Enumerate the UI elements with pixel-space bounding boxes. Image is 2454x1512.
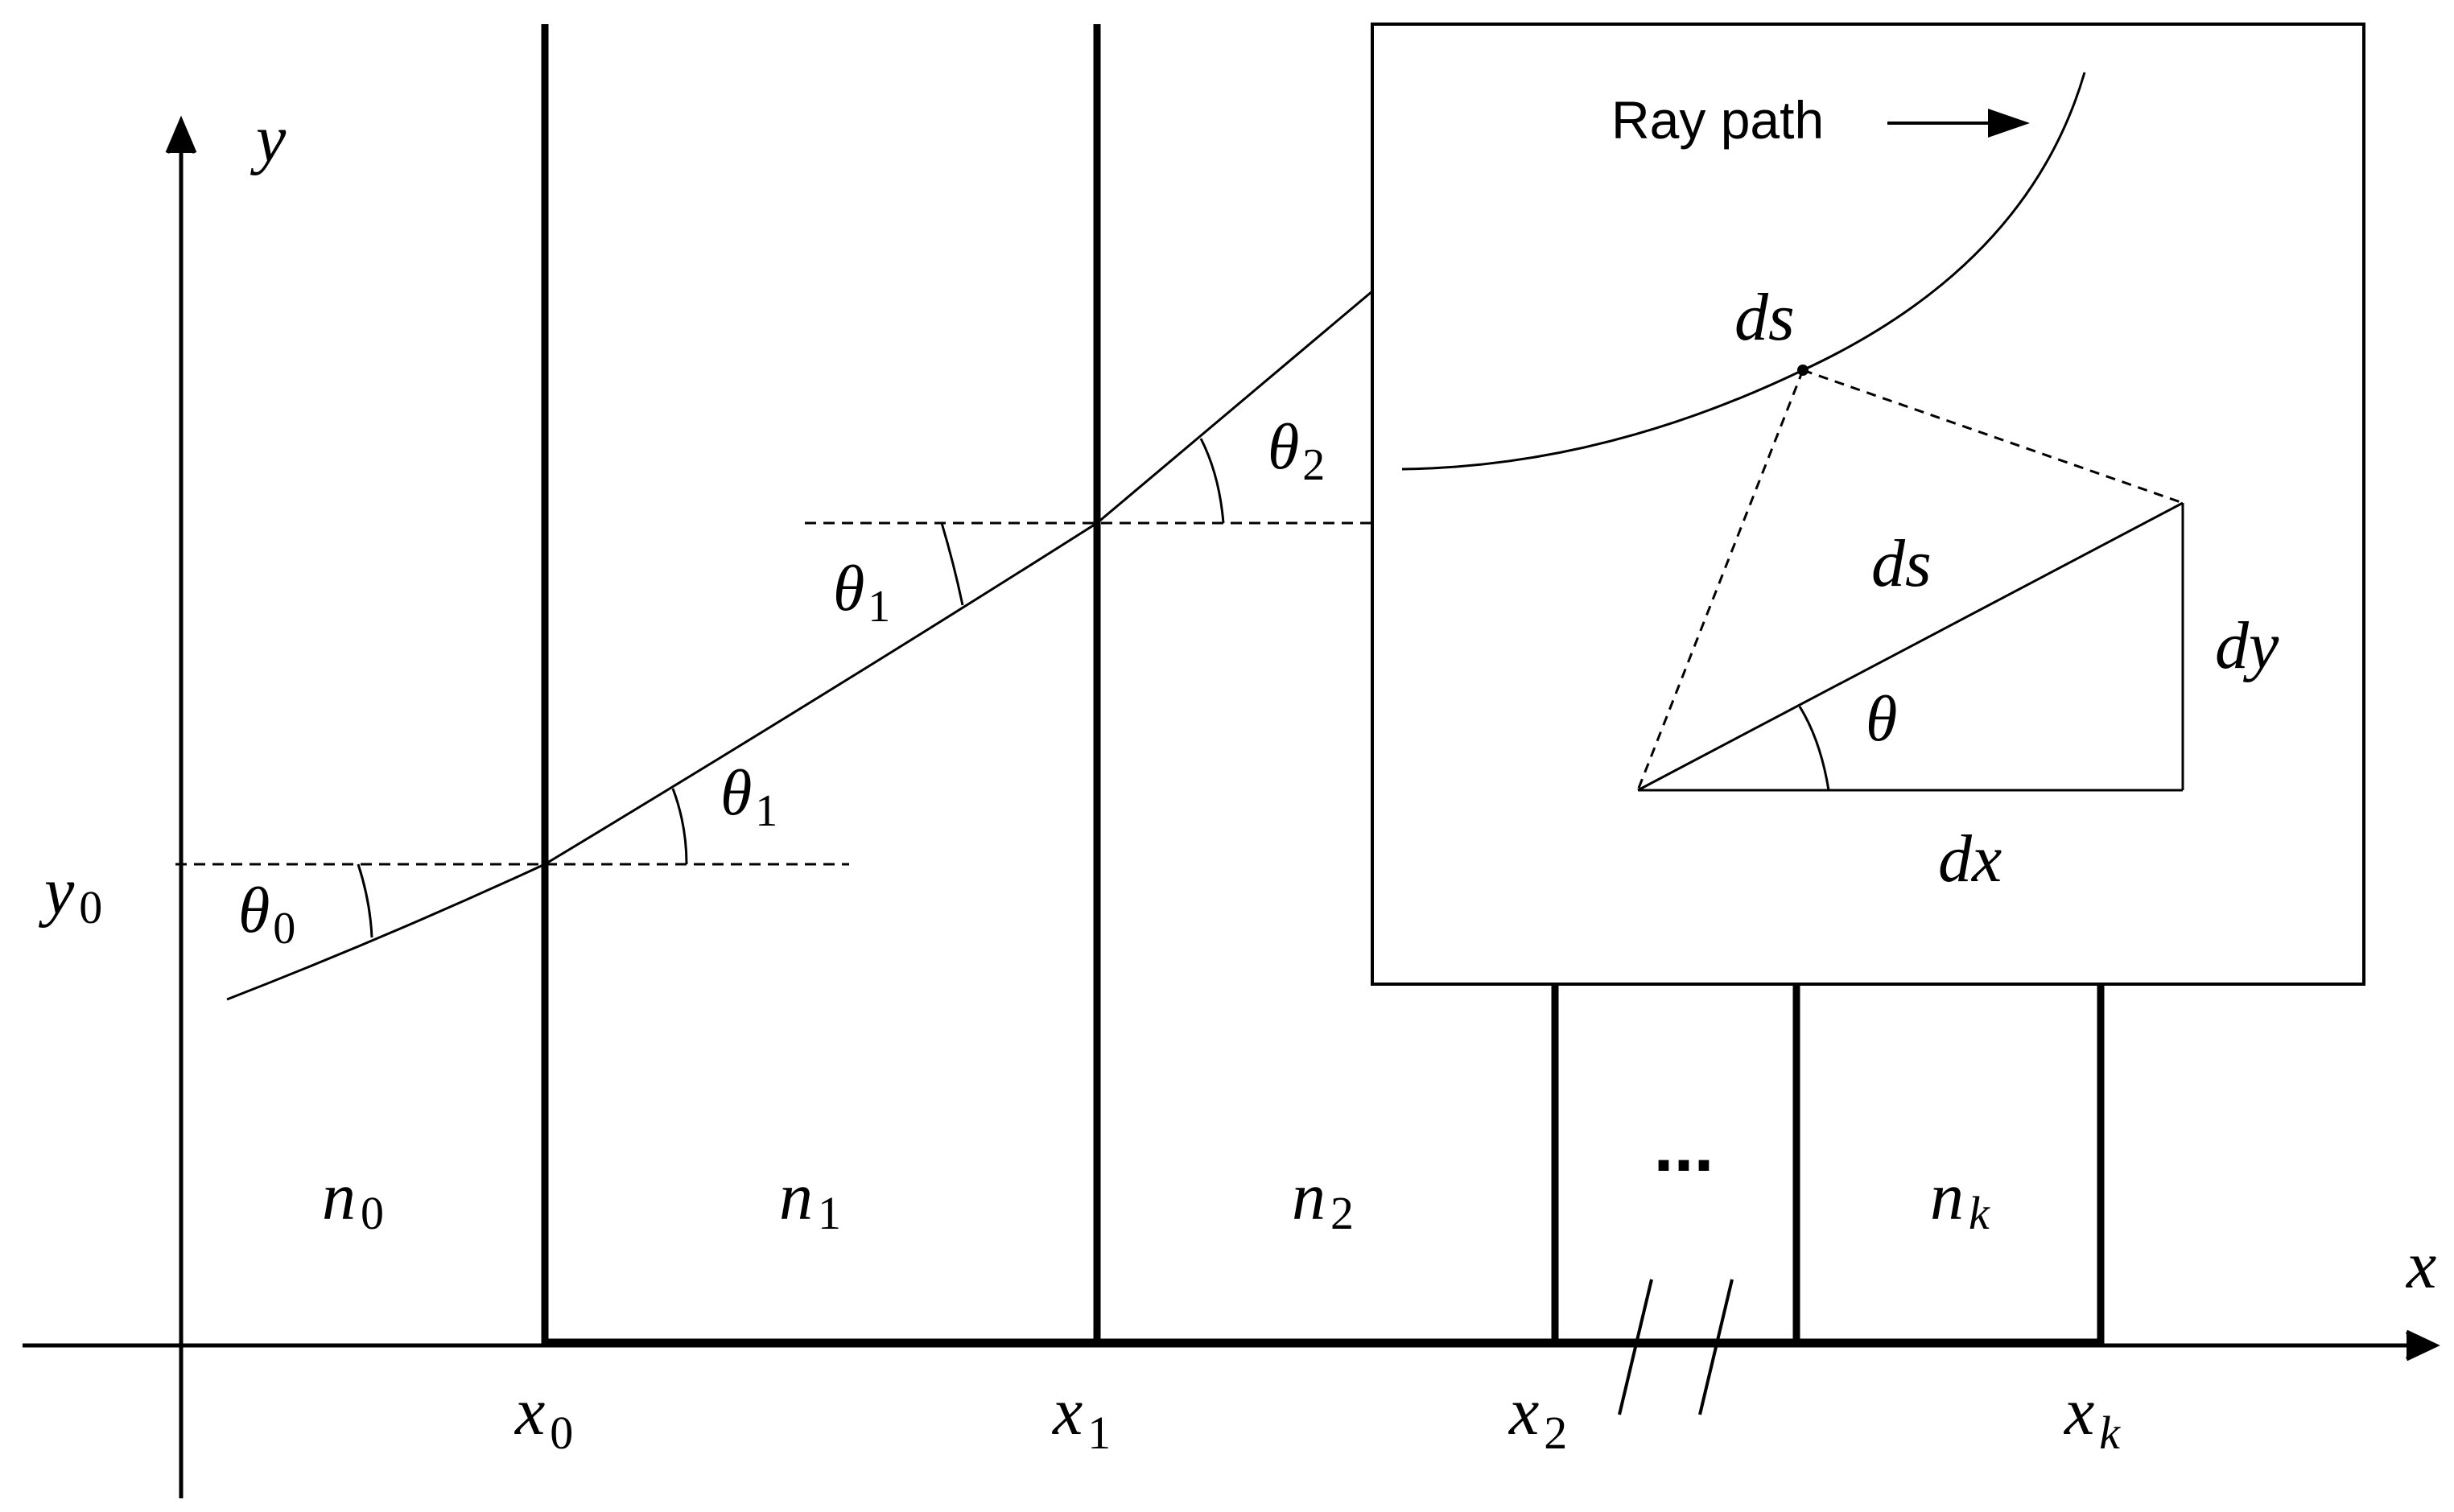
arc-theta1-lower [671, 788, 688, 865]
triangle-hypotenuse [1637, 501, 2184, 792]
boundaries [541, 24, 2105, 1346]
angle-label-theta1-upper: θ1 [833, 554, 890, 632]
ellipsis: ... [1653, 1106, 1714, 1187]
dy-label: dy [2215, 608, 2279, 683]
arc-theta1-upper [940, 522, 964, 606]
x-axis-label: x [2405, 1228, 2436, 1303]
y-axis-label: y [250, 101, 287, 176]
inset-box [1371, 23, 2365, 986]
angle-label-theta2: θ2 [1268, 412, 1325, 490]
ds-triangle-label: ds [1871, 526, 1932, 601]
x-axis-arrowhead [2405, 1329, 2440, 1362]
angle-label-theta1-lower: θ1 [720, 758, 777, 836]
arc-theta0 [357, 863, 373, 938]
arc-theta2 [1199, 438, 1225, 524]
ray-path-label: Ray path [1611, 90, 1824, 150]
ray-path [226, 290, 1373, 1001]
angle-arcs [357, 438, 1225, 938]
dx-label: dx [1938, 822, 2002, 896]
axis-break-mark [1618, 1279, 1734, 1415]
y-axis-arrowhead [165, 115, 197, 154]
arc-theta-inset [1798, 706, 1830, 791]
theta-inset-label: θ [1866, 684, 1897, 755]
ray-path-arrowhead [1988, 109, 2030, 138]
angle-label-theta0: θ0 [238, 875, 295, 954]
dashed-perp-left [1636, 369, 1804, 791]
inset-content [1401, 72, 2184, 792]
ds-curve-label: ds [1734, 280, 1795, 355]
normal-lines [175, 521, 1372, 866]
